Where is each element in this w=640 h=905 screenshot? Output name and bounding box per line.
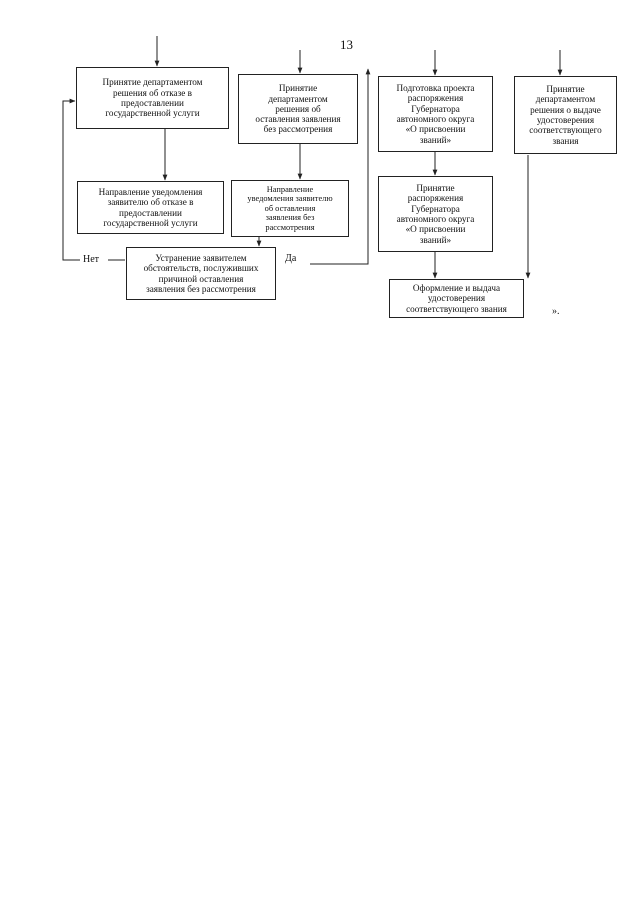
box-leave-unconsidered-decision: Принятие департаментом решения об оставл…: [238, 74, 358, 144]
page-number: 13: [340, 37, 353, 52]
box-issue-certificate: Оформление и выдача удостоверения соотве…: [389, 279, 524, 318]
box-certificate-decision: Принятие департаментом решения о выдаче …: [514, 76, 617, 154]
box-unconsidered-notice: Направление уведомления заявителю об ост…: [231, 180, 349, 237]
label-no: Нет: [83, 254, 100, 265]
box-adopt-order: Принятие распоряжения Губернатора автоно…: [378, 176, 493, 252]
box-elimination: Устранение заявителем обстоятельств, пос…: [126, 247, 276, 300]
arrow-yes-up: [310, 68, 371, 265]
box-prepare-order: Подготовка проекта распоряжения Губернат…: [378, 76, 493, 152]
arrow-no-loop-back: [62, 98, 80, 261]
box-refusal-notice: Направление уведомления заявителю об отк…: [77, 181, 224, 234]
closing-quote: ».: [552, 306, 560, 317]
box-refusal-decision: Принятие департаментом решения об отказе…: [76, 67, 229, 129]
label-yes: Да: [285, 253, 297, 264]
